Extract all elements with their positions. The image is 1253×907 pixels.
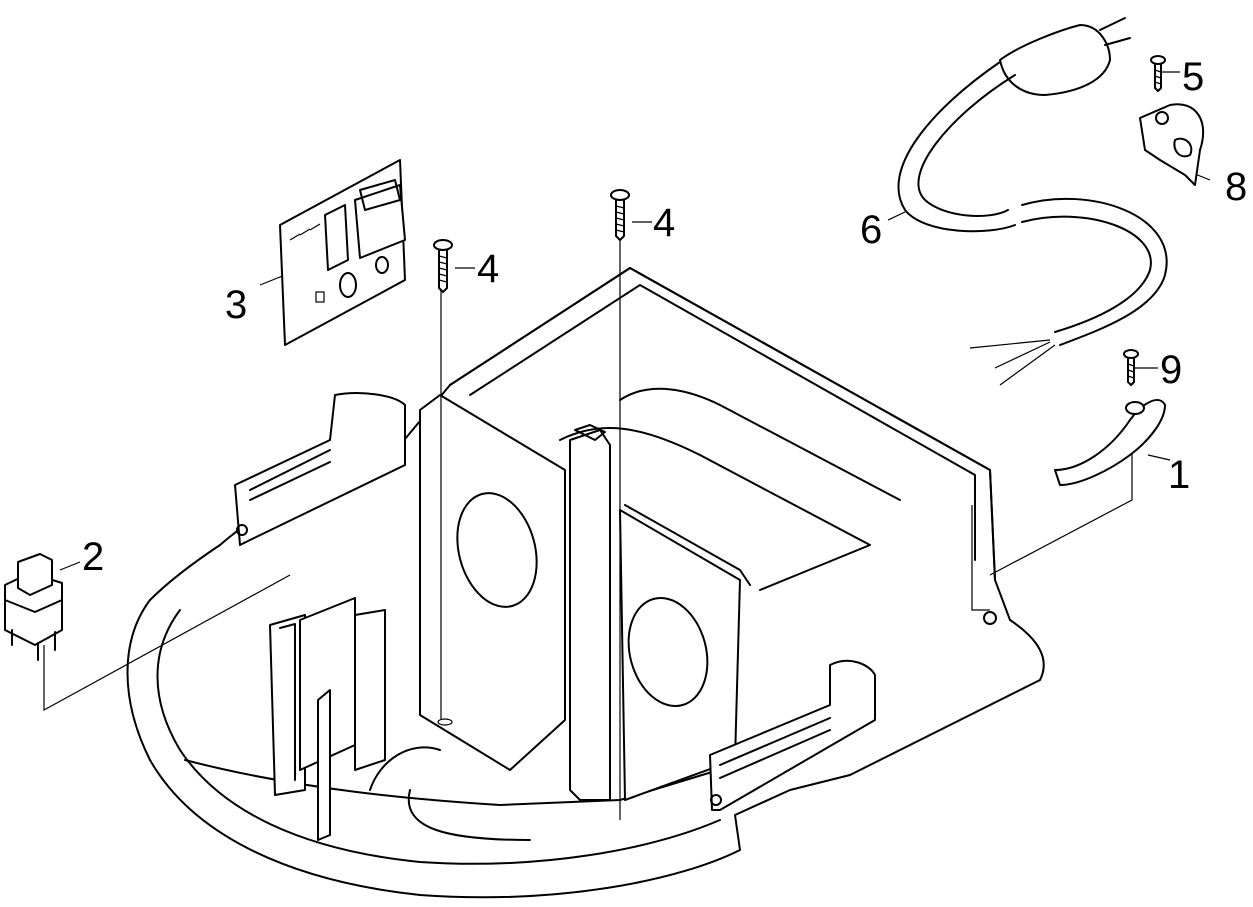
callout-5: 5 xyxy=(1182,55,1204,99)
callout-4b: 4 xyxy=(653,201,675,245)
callout-4a: 4 xyxy=(477,247,499,291)
callout-1: 1 xyxy=(1168,453,1190,497)
screw-part-4b xyxy=(610,189,630,241)
callouts: 1 2 3 4 4 5 6 8 9 xyxy=(82,55,1247,579)
cable-guide-part xyxy=(1054,399,1166,486)
callout-8: 8 xyxy=(1225,165,1247,209)
switch-part xyxy=(4,553,63,661)
screw-part-4a xyxy=(433,239,453,293)
screw-part-5 xyxy=(1150,55,1166,92)
screw-part-9 xyxy=(1123,349,1139,386)
power-cord-part xyxy=(897,17,1168,386)
callout-6: 6 xyxy=(860,208,882,252)
circuit-board-part xyxy=(279,159,406,346)
callout-2: 2 xyxy=(82,535,104,579)
base-housing xyxy=(126,267,1045,899)
cord-clamp-part xyxy=(1139,103,1205,186)
callout-3: 3 xyxy=(225,283,247,327)
leader-lines xyxy=(43,71,1211,820)
callout-9: 9 xyxy=(1160,348,1182,392)
